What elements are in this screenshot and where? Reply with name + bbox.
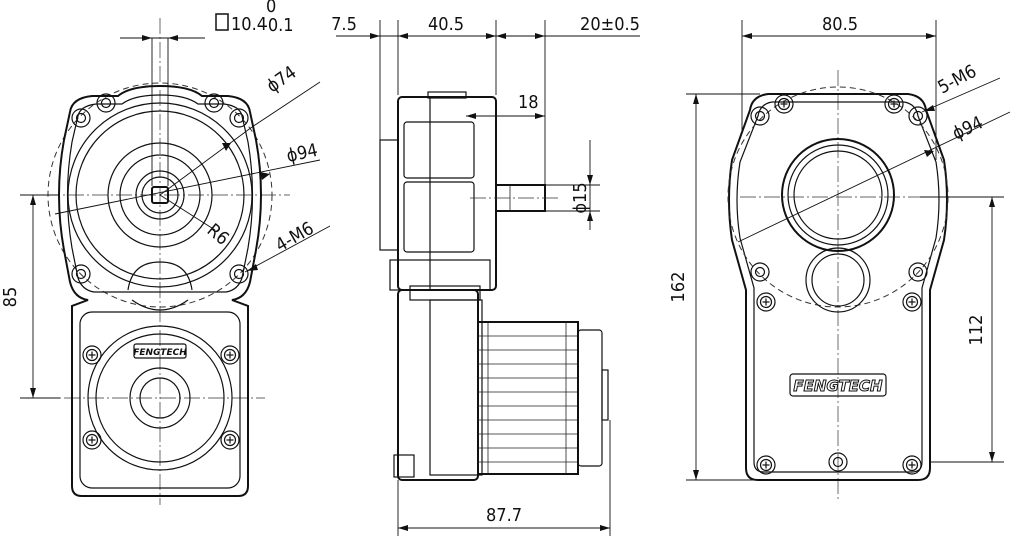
dim-square-label: 10.4 [231,14,267,35]
motor-flange-side [397,289,479,481]
dim-87-7: 87.7 [486,505,522,526]
dim-40-5: 40.5 [428,14,464,35]
gearbox-housing-outline [58,84,262,497]
square-key [151,186,169,204]
output-shaft [141,176,179,214]
dim-4-m6: 4-M6 [272,218,318,256]
dim-85: 85 [0,287,21,308]
dim-20: 20±0.5 [580,14,640,35]
gearbox-side [397,96,497,291]
dim-162: 162 [668,272,689,303]
output-flange [67,102,253,288]
rear-housing-outline [728,93,948,481]
front-logo-plate [133,343,187,359]
dim-phi15: ϕ15 [570,182,591,213]
mount-hole-tr [229,108,249,128]
front-logo-text: FENGTECH [133,348,187,358]
rear-logo-plate [789,373,887,397]
side-view: 7.5 40.5 20±0.5 18 ϕ15 [331,14,640,536]
rear-bore [781,138,895,252]
dim-phi74: ϕ74 [263,62,301,97]
motor-body-side [477,321,579,475]
dim-18: 18 [518,92,539,113]
mount-hole-br [229,264,249,284]
dim-112: 112 [966,315,987,346]
dim-r6: R6 [203,220,233,250]
front-view: FENGTECH 10.4 0 -0.1 ϕ74 ϕ94 R6 4-M6 [0,0,331,505]
dim-square-lower-tol: -0.1 [262,15,294,36]
rear-logo-text: FENGTECH [793,377,883,395]
rear-view: FENGTECH 80.5 5-M6 ϕ94 162 112 [668,14,1011,500]
dim-square-upper-tol: 0 [266,0,276,17]
dim-phi94-rear: ϕ94 [949,112,986,144]
dim-80-5: 80.5 [822,14,858,35]
dim-7-5: 7.5 [331,14,357,35]
rear-hole-ml [750,262,770,282]
dim-5-m6: 5-M6 [934,61,980,99]
dim-phi94-front: ϕ94 [285,140,320,167]
motor-fins [478,322,578,474]
mount-hole-tl [71,108,91,128]
motor-cover [87,325,233,471]
